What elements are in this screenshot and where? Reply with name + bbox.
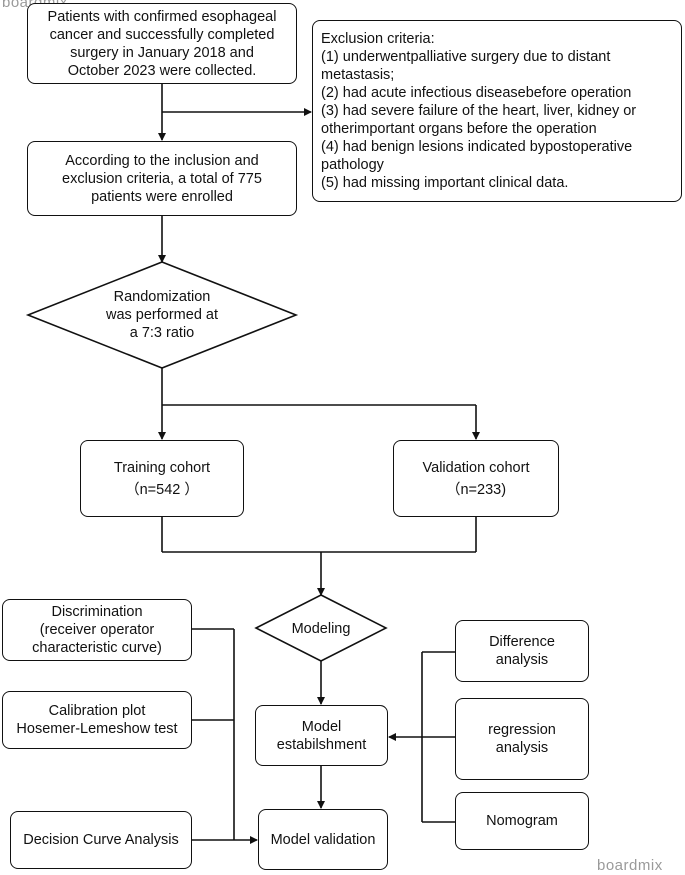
model-establishment-line: estabilshment <box>276 736 367 753</box>
modeling-diamond <box>254 594 388 662</box>
exclusion-line: pathology <box>321 157 384 173</box>
randomization-label: Randomization was performed at a 7:3 rat… <box>62 285 262 345</box>
randomization-line: a 7:3 ratio <box>129 325 195 341</box>
exclusion-line: (4) had benign lesions indicated byposto… <box>321 139 633 155</box>
watermark-bottom: boardmix <box>597 857 663 874</box>
model-establishment-line: Model <box>301 718 342 735</box>
enrolled-line: exclusion criteria, a total of 775 <box>62 170 262 187</box>
randomization-line: was performed at <box>105 307 219 323</box>
validation-line: （n=233) <box>445 481 507 498</box>
model-establishment-box: Model estabilshment <box>255 705 388 766</box>
training-line: Training cohort <box>113 459 211 476</box>
model-validation-box: Model validation <box>258 809 388 870</box>
exclusion-line: Exclusion criteria: <box>321 31 435 47</box>
calibration-line: Hosemer-Lemeshow test <box>16 721 178 737</box>
difference-analysis-box: Difference analysis <box>455 620 589 682</box>
collection-line: surgery in January 2018 and <box>70 44 254 61</box>
validation-line: Validation cohort <box>422 459 530 476</box>
exclusion-line: (5) had missing important clinical data. <box>321 175 569 191</box>
difference-line: analysis <box>495 652 549 668</box>
regression-line: regression <box>488 722 556 738</box>
randomization-diamond <box>25 261 299 369</box>
nomogram-box: Nomogram <box>455 792 589 850</box>
exclusion-line: (2) had acute infectious diseasebefore o… <box>321 85 632 101</box>
training-cohort-box: Training cohort （n=542 ） <box>80 440 244 517</box>
exclusion-line: (3) had severe failure of the heart, liv… <box>321 103 637 119</box>
exclusion-line: otherimportant organs before the operati… <box>321 121 597 137</box>
modeling-line: Modeling <box>291 621 351 637</box>
randomization-line: Randomization <box>113 289 211 305</box>
exclusion-criteria-box: Exclusion criteria: (1) underwentpalliat… <box>312 20 682 202</box>
collection-line: October 2023 were collected. <box>67 62 257 79</box>
discrimination-line: characteristic curve) <box>32 640 162 656</box>
collection-line: Patients with confirmed esophageal <box>47 8 277 25</box>
training-line: （n=542 ） <box>125 481 199 498</box>
nomogram-line: Nomogram <box>486 813 558 829</box>
regression-line: analysis <box>495 740 549 756</box>
validation-cohort-box: Validation cohort （n=233) <box>393 440 559 517</box>
decision-curve-box: Decision Curve Analysis <box>10 811 192 869</box>
exclusion-line: (1) underwentpalliative surgery due to d… <box>321 49 611 65</box>
calibration-line: Calibration plot <box>48 703 146 719</box>
discrimination-line: (receiver operator <box>39 622 155 638</box>
collection-line: cancer and successfully completed <box>49 26 275 43</box>
exclusion-line: metastasis; <box>321 67 395 83</box>
model-validation-line: Model validation <box>270 831 376 848</box>
regression-analysis-box: regression analysis <box>455 698 589 780</box>
collection-box: Patients with confirmed esophageal cance… <box>27 3 297 84</box>
enrolled-line: patients were enrolled <box>91 188 233 205</box>
modeling-label: Modeling <box>261 618 381 640</box>
decision-curve-line: Decision Curve Analysis <box>23 832 179 848</box>
difference-line: Difference <box>489 634 555 650</box>
calibration-box: Calibration plot Hosemer-Lemeshow test <box>2 691 192 749</box>
enrolled-line: According to the inclusion and <box>65 152 259 169</box>
enrolled-box: According to the inclusion and exclusion… <box>27 141 297 216</box>
discrimination-box: Discrimination (receiver operator charac… <box>2 599 192 661</box>
discrimination-line: Discrimination <box>51 604 143 620</box>
